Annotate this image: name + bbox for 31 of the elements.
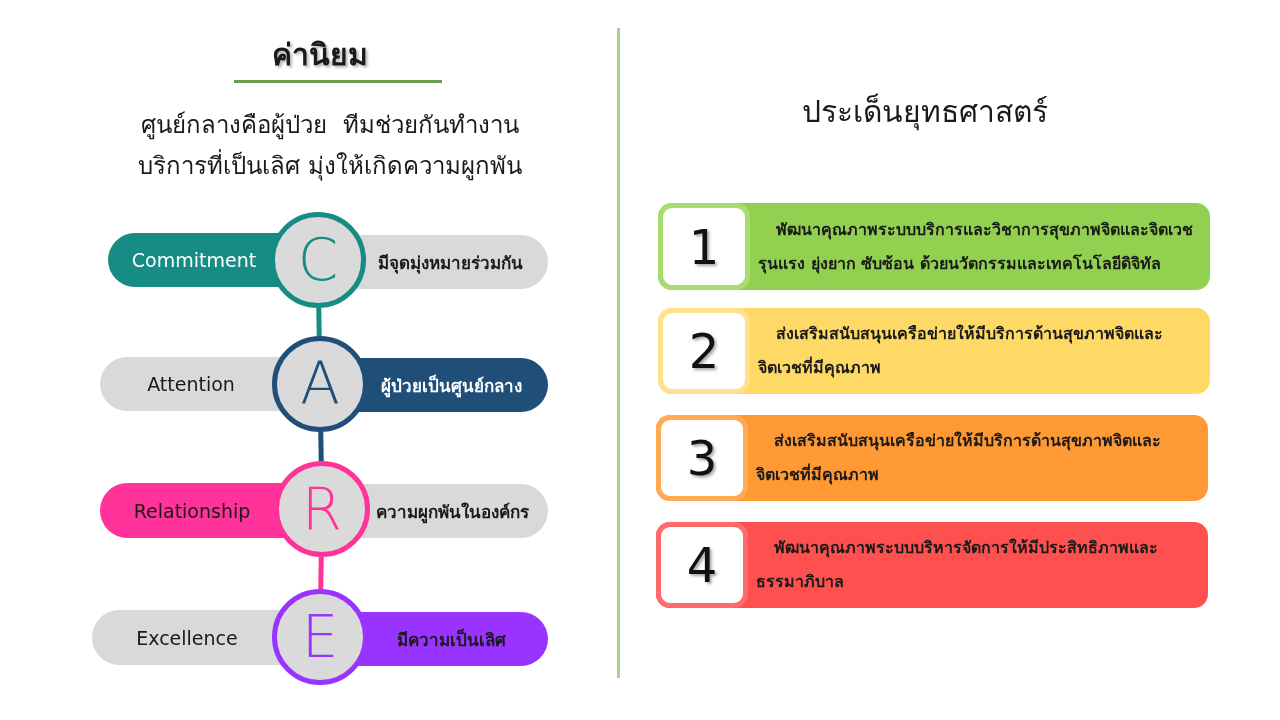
card-text: พัฒนาคุณภาพระบบบริหารจัดการให้มีประสิทธิภาพและธรรมาภิบาล <box>756 537 1158 593</box>
number-tile: 4 <box>656 522 748 608</box>
strategy-card <box>658 203 1210 290</box>
section-heading: ประเด็นยุทธศาสตร์ <box>802 93 1048 131</box>
value-pill: Relationship <box>100 483 274 538</box>
connector-line <box>318 431 324 462</box>
number-tile: 3 <box>656 415 748 501</box>
section-heading: ค่านิยม <box>272 36 368 74</box>
card-text: ส่งเสริมสนับสนุนเครือข่ายให้มีบริการด้านสุขภาพจิตและจิตเวชที่มีคุณภาพ <box>758 323 1164 380</box>
strategy-card <box>658 308 1210 394</box>
strategy-card <box>656 415 1208 501</box>
letter-circle: C <box>270 212 366 308</box>
description-pill: ผู้ป่วยเป็นศูนย์กลาง <box>368 358 548 412</box>
value-pill: Attention <box>100 357 272 411</box>
value-pill: Commitment <box>108 233 270 287</box>
description-pill: มีความเป็นเลิศ <box>368 612 548 666</box>
letter-circle: A <box>272 336 368 432</box>
number-tile: 1 <box>658 203 750 290</box>
letter-circle: E <box>272 589 368 685</box>
letter-circle: R <box>274 461 370 557</box>
value-pill: Excellence <box>92 610 272 665</box>
connector-line <box>316 307 322 337</box>
subtitle-line: ศูนย์กลางคือผู้ป่วย ทีมช่วยกันทำงาน <box>141 110 519 140</box>
card-text: ส่งเสริมสนับสนุนเครือข่ายให้มีบริการด้านสุขภาพจิตและจิตเวชที่มีคุณภาพ <box>756 430 1162 487</box>
description-pill: มีจุดมุ่งหมายร่วมกัน <box>366 235 548 289</box>
number-tile: 2 <box>658 308 750 394</box>
strategy-card <box>656 522 1208 608</box>
description-pill: ความผูกพันในองค์กร <box>370 484 548 538</box>
subtitle-line: บริการที่เป็นเลิศ มุ่งให้เกิดความผูกพัน <box>138 151 522 181</box>
card-text: พัฒนาคุณภาพระบบบริการและวิชาการสุขภาพจิตและจิตเวชรุนแรง ยุ่งยาก ซับซ้อน ด้วยนวัตกรรมและเทคโนโลยีดิจิทัล <box>758 218 1194 276</box>
connector-line <box>318 556 324 590</box>
